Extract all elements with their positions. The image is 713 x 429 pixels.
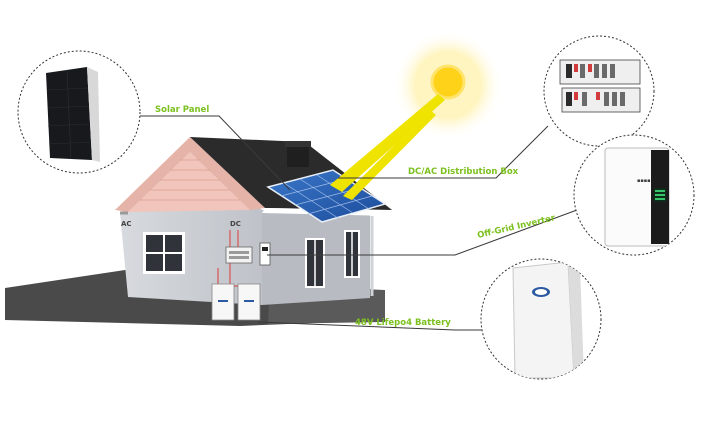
ac-marking: AC [121, 220, 132, 228]
callout-distribution-box [543, 35, 655, 147]
sunbeam-2 [343, 110, 436, 200]
sunbeam-1 [330, 94, 445, 192]
callout-inverter: ▪▪▪▪ [573, 134, 695, 256]
callout-battery [480, 258, 602, 380]
label-battery: 48V Lifepo4 Battery [355, 318, 451, 328]
label-solar-panel: Solar Panel [155, 105, 209, 115]
chimney [287, 145, 309, 167]
label-distribution-box: DC/AC Distribution Box [408, 167, 519, 177]
dc-marking: DC [230, 220, 241, 228]
siding-lines [140, 159, 240, 201]
label-inverter: Off-Grid Inverter [476, 213, 556, 241]
house-distribution-box [225, 246, 253, 264]
svg-text:▪▪▪▪: ▪▪▪▪ [637, 178, 651, 184]
gable-siding [128, 152, 250, 212]
sun-icon [430, 64, 466, 100]
callout-solar-panel [17, 50, 141, 174]
house-inverter [259, 242, 271, 266]
